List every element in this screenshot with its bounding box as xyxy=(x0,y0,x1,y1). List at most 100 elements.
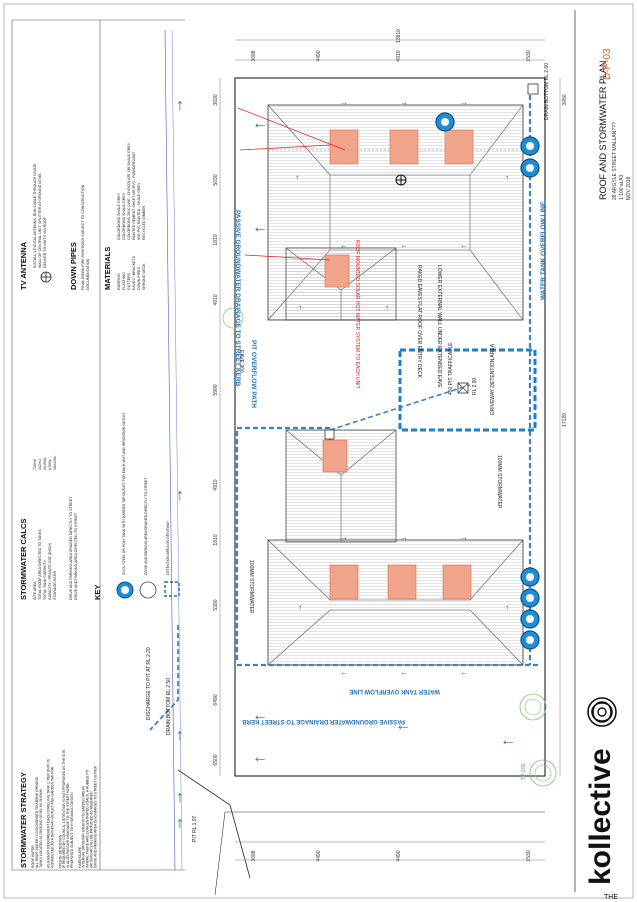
calc-value: 24,000L xyxy=(43,457,47,470)
calc-label: TOTAL TANK CAPACITY xyxy=(43,559,47,600)
street-pit-label: PIT RL 1.97 xyxy=(192,815,198,842)
water-tank-icon xyxy=(520,609,540,629)
pit-marker-icon xyxy=(527,83,539,95)
dim-top: 4910 xyxy=(396,50,402,61)
dim-top: 3088 xyxy=(251,50,257,61)
strategy-line: IF REQUIRED BY COUNCIL, DETENTION IS NOT… xyxy=(62,749,66,868)
water-tank-icon xyxy=(520,630,540,650)
dim-left: 5030 xyxy=(213,174,219,185)
dim-left: 5390 xyxy=(213,599,219,610)
right-top-dim: 3050 xyxy=(562,94,568,105)
discharge-label: DISCHARGE TO PIT AT RL 2.20 xyxy=(146,647,152,720)
solar-panel xyxy=(329,129,359,165)
antenna-marker-icon xyxy=(395,174,407,186)
svg-text:↑: ↑ xyxy=(505,603,509,612)
strategy-line: INTERNAL DRIVEWAY DRAINS TO GARDEN AREAS xyxy=(82,785,86,868)
calc-label: CAPACITY / PRIVATE USE (EACH) xyxy=(48,543,52,600)
driveway-detention-area xyxy=(398,348,537,432)
svg-text:↑: ↑ xyxy=(176,789,184,806)
material-value: COLORBOND ZINC LINE - CHOCOLATE OR SHALE… xyxy=(127,142,131,240)
calcs-notes: DRIVE AND PARKING AREA DRAINED DIRECTLY … xyxy=(69,496,78,600)
pit-rl: RL 2.90 xyxy=(472,377,478,395)
svg-text:→: → xyxy=(460,98,468,107)
calc-value: 16m2/KL xyxy=(53,456,57,470)
svg-text:←: ← xyxy=(400,668,408,677)
solar-panel xyxy=(387,564,417,600)
stormwater-pipe-label-2: 100MM STORMWATER xyxy=(496,455,502,509)
key-items: 5000L STEEL OR POLY TANK WITH GARDEN TAP… xyxy=(122,412,170,575)
solar-panel xyxy=(322,439,348,473)
svg-text:↑: ↑ xyxy=(298,303,302,312)
building-south: →→→ ←←← ↑↑ xyxy=(267,429,524,677)
pit-overflow-label: PIT OVERFLOW PATH xyxy=(250,340,257,408)
stormwater-pipe-link xyxy=(329,384,471,431)
strategy-heading: STORMWATER STRATEGY xyxy=(19,772,28,868)
overflow-line-right-label: WATER TANK OVERFLOW LINE xyxy=(540,201,547,300)
downpipes-lines: FINAL DOWN PIPE POSITIONS SUBJECT TO CON… xyxy=(81,184,90,290)
svg-text:↑: ↑ xyxy=(176,727,184,744)
material-label: GUTTERS xyxy=(127,272,131,290)
dim-bottom: 4490 xyxy=(396,850,402,861)
scale: 1:100 at A3 xyxy=(619,174,625,200)
material-value: PAINTED CEMENT SHEET OR PVC - POWDERCOAT xyxy=(132,151,136,240)
dim-left: 6500 xyxy=(213,754,219,765)
pit-label: 450 PIT TRAFFICABLE xyxy=(448,342,454,395)
dim-top-overall: 13810 xyxy=(396,29,402,43)
dim-top: 4490 xyxy=(316,50,322,61)
flow-arrows: ↑ ← ← ↑ ← ← ↑ ← ← ↑ ↑ xyxy=(176,97,516,832)
calc-label: STORAGE RATIO xyxy=(53,571,57,600)
svg-text:←: ← xyxy=(500,732,516,749)
svg-text:←: ← xyxy=(252,707,268,724)
material-value: COLORBOND SHALE GREY xyxy=(117,192,121,240)
antenna-line: WALL OF CENTRAL UNIT, SPLITTER AT GROUND… xyxy=(38,172,42,268)
eave-label: EAVE 900 xyxy=(238,350,244,373)
svg-text:←: ← xyxy=(252,219,268,236)
overall-right-dim: 17120 xyxy=(562,413,568,427)
antenna-line: DELIVER TO UNITS VIA ROOF xyxy=(43,216,47,268)
calc-label: SITE AREA xyxy=(33,581,37,600)
material-value: 90D PVC PAINTED - SHALE GREY xyxy=(137,182,141,240)
svg-text:→: → xyxy=(340,98,348,107)
strategy-line: HARDSCAPE xyxy=(78,846,82,868)
logo-word: kollective xyxy=(584,748,617,885)
dims-top: 3088 4490 4910 1530 xyxy=(251,50,532,61)
water-tank-icon xyxy=(520,567,540,587)
strategy-line: AS A BASIX REQUIREMENT EACH DWELLING TAN… xyxy=(47,758,51,868)
solar-panel xyxy=(444,129,474,165)
material-label: ROOFING xyxy=(117,273,121,290)
svg-text:↑: ↑ xyxy=(298,603,302,612)
strategy-line: IS ALSO PASSIVE DRAINAGE TO THE STREET K… xyxy=(66,783,70,868)
drain-bottom-label: DRAIN BOTTOM RL 2.50 xyxy=(166,678,172,735)
svg-text:→: → xyxy=(340,533,348,542)
svg-text:↑: ↑ xyxy=(385,303,389,312)
dim-left: 5900 xyxy=(213,384,219,395)
strategy-line: TANKS LOCATED AT GROUND LEVEL AS SHOWN xyxy=(39,788,43,868)
tree-icon xyxy=(519,693,547,721)
strategy-line: WHERE THERE ARE CONCENTRATED LOADS, A RU… xyxy=(86,769,90,868)
tree-label: TP-200 xyxy=(521,763,527,780)
downpipes-heading: DOWN PIPES xyxy=(69,242,78,290)
key-item-label: DRIVE AND PARKING AREA DRAINED DIRECTLY … xyxy=(144,478,148,575)
passive-drainage-top: PASSIVE GROUNDWATER DRAINAGE TO STREET K… xyxy=(234,210,241,387)
key-item-label: 5000L STEEL OR POLY TANK WITH GARDEN TAP… xyxy=(122,412,126,575)
calc-value: 342m2 xyxy=(38,459,42,470)
svg-text:↑: ↑ xyxy=(505,173,509,182)
svg-text:←: ← xyxy=(340,668,348,677)
dim-left: 4910 xyxy=(213,479,219,490)
sheet-number: D-P-03 xyxy=(602,48,613,80)
kollective-knot-icon xyxy=(587,697,617,727)
calc-label: TOTAL ROOF AREA DIRECTED TO TANKS xyxy=(38,529,42,600)
logo-prefix: THE xyxy=(604,894,618,901)
svg-text:←: ← xyxy=(460,668,468,677)
strategy-line: PROPOSED SUBJECT TO HYDRAULIC DESIGN xyxy=(70,792,74,868)
svg-text:→: → xyxy=(400,98,408,107)
solar-panel xyxy=(442,564,472,600)
roof-south xyxy=(267,539,524,666)
strategy-line: ONSITE DETENTION xyxy=(58,834,62,868)
dim-left: 1810 xyxy=(213,234,219,245)
dim-top: 1530 xyxy=(526,50,532,61)
svg-text:←: ← xyxy=(400,241,408,250)
